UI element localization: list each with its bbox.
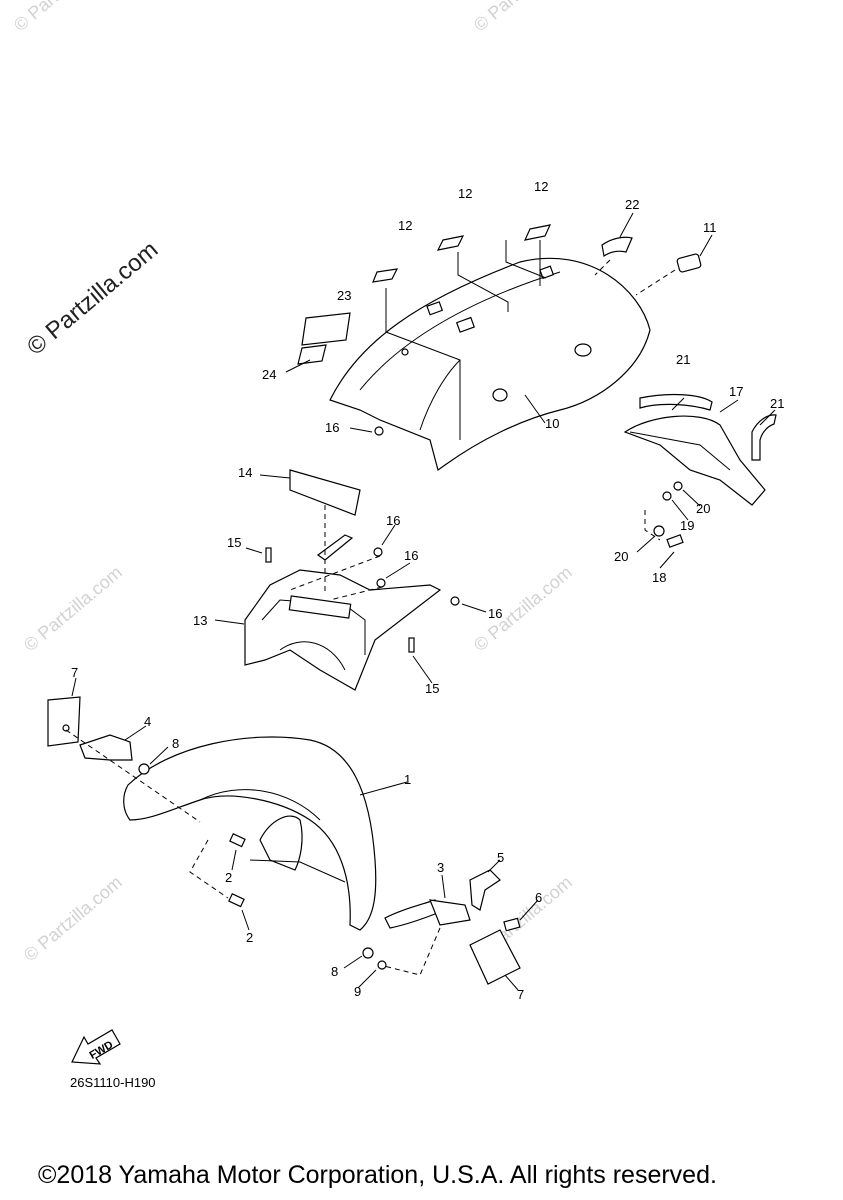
diagram-code: 26S1110-H190 — [70, 1075, 156, 1090]
callout-19: 19 — [680, 518, 694, 533]
collar-19[interactable] — [662, 491, 672, 501]
front-fender-1[interactable] — [123, 736, 377, 931]
tail-bracket-17[interactable] — [623, 393, 777, 506]
bolt-16[interactable] — [374, 426, 384, 436]
callout-24: 24 — [262, 367, 276, 382]
bolt-6[interactable] — [503, 917, 521, 932]
bolt-2[interactable] — [229, 833, 246, 848]
callout-9: 9 — [354, 984, 361, 999]
bolt-16[interactable] — [450, 596, 460, 606]
bracket-14[interactable] — [289, 469, 361, 516]
callout-15: 15 — [227, 535, 241, 550]
callout-7: 7 — [517, 987, 524, 1002]
bolt-16[interactable] — [376, 578, 386, 588]
label-23[interactable] — [301, 312, 351, 346]
callout-1: 1 — [404, 772, 411, 787]
callout-15: 15 — [425, 681, 439, 696]
callout-4: 4 — [144, 714, 151, 729]
nut-8[interactable] — [138, 763, 150, 775]
callout-6: 6 — [535, 890, 542, 905]
callout-21: 21 — [676, 352, 690, 367]
callout-2: 2 — [246, 930, 253, 945]
callout-17: 17 — [729, 384, 743, 399]
callout-16: 16 — [386, 513, 400, 528]
callout-21: 21 — [770, 396, 784, 411]
bracket-5[interactable] — [469, 869, 501, 911]
callout-16: 16 — [325, 420, 339, 435]
callout-7: 7 — [71, 665, 78, 680]
callout-8: 8 — [172, 736, 179, 751]
strip-21[interactable] — [639, 393, 713, 411]
callout-16: 16 — [488, 606, 502, 621]
reflector-7[interactable] — [469, 929, 521, 985]
bolt-18[interactable] — [666, 534, 684, 548]
washer-20[interactable] — [653, 525, 665, 537]
callout-22: 22 — [625, 197, 639, 212]
copyright-notice: ©2018 Yamaha Motor Corporation, U.S.A. A… — [38, 1161, 717, 1189]
washer-9[interactable] — [377, 960, 387, 970]
damper-15[interactable] — [408, 637, 415, 653]
grommet-11[interactable] — [676, 253, 702, 273]
callout-11: 11 — [703, 220, 717, 235]
callout-2: 2 — [225, 870, 232, 885]
nut-8[interactable] — [362, 947, 374, 959]
callout-20: 20 — [696, 501, 710, 516]
callout-12: 12 — [534, 179, 548, 194]
callout-16: 16 — [404, 548, 418, 563]
bolt-16[interactable] — [373, 547, 383, 557]
washer-20[interactable] — [673, 481, 683, 491]
callout-18: 18 — [652, 570, 666, 585]
strip-21[interactable] — [751, 414, 777, 461]
damper-15[interactable] — [265, 547, 272, 563]
callout-14: 14 — [238, 465, 252, 480]
rear-fender[interactable] — [329, 257, 651, 471]
inner-fender-13[interactable] — [244, 469, 442, 691]
callout-5: 5 — [497, 850, 504, 865]
strip-22[interactable] — [601, 236, 633, 258]
callout-12: 12 — [398, 218, 412, 233]
bracket-4[interactable] — [79, 734, 133, 761]
callout-10: 10 — [545, 416, 559, 431]
callout-23: 23 — [337, 288, 351, 303]
callout-20: 20 — [614, 549, 628, 564]
reflector-7[interactable] — [47, 696, 81, 747]
callout-12: 12 — [458, 186, 472, 201]
label-24[interactable] — [297, 344, 327, 365]
callout-3: 3 — [437, 860, 444, 875]
fwd-arrow-icon: FWD — [71, 1029, 121, 1065]
callout-8: 8 — [331, 964, 338, 979]
callout-13: 13 — [193, 613, 207, 628]
bolt-2[interactable] — [228, 893, 245, 908]
emblem-12[interactable] — [372, 224, 552, 283]
